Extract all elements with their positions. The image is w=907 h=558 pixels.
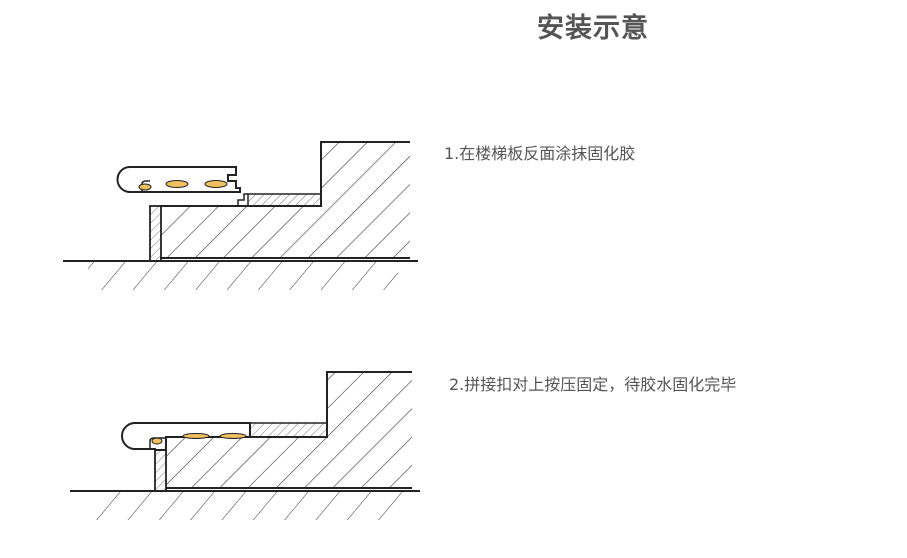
tread-strip xyxy=(249,422,328,438)
glue-dot xyxy=(204,180,228,188)
riser-board xyxy=(154,449,167,492)
diagram-step-1 xyxy=(63,141,418,290)
diagram-step-2 xyxy=(70,371,420,520)
ground-hatch xyxy=(95,492,405,520)
step-2-caption: 2.拼接扣对上按压固定，待胶水固化完毕 xyxy=(449,375,737,394)
concrete-step xyxy=(160,142,410,258)
glue-dot xyxy=(219,433,247,439)
page-title: 安装示意 xyxy=(537,13,649,44)
glue-dot xyxy=(182,433,210,439)
glue-dot xyxy=(138,183,152,191)
concrete-step xyxy=(166,372,412,488)
stair-nosing xyxy=(116,166,241,193)
ground-hatch xyxy=(88,262,398,290)
glue-dot xyxy=(151,437,163,445)
riser-board xyxy=(149,205,162,262)
tread-strip xyxy=(247,193,322,207)
step-1-caption: 1.在楼梯板反面涂抹固化胶 xyxy=(444,144,636,163)
glue-dot xyxy=(165,180,189,188)
